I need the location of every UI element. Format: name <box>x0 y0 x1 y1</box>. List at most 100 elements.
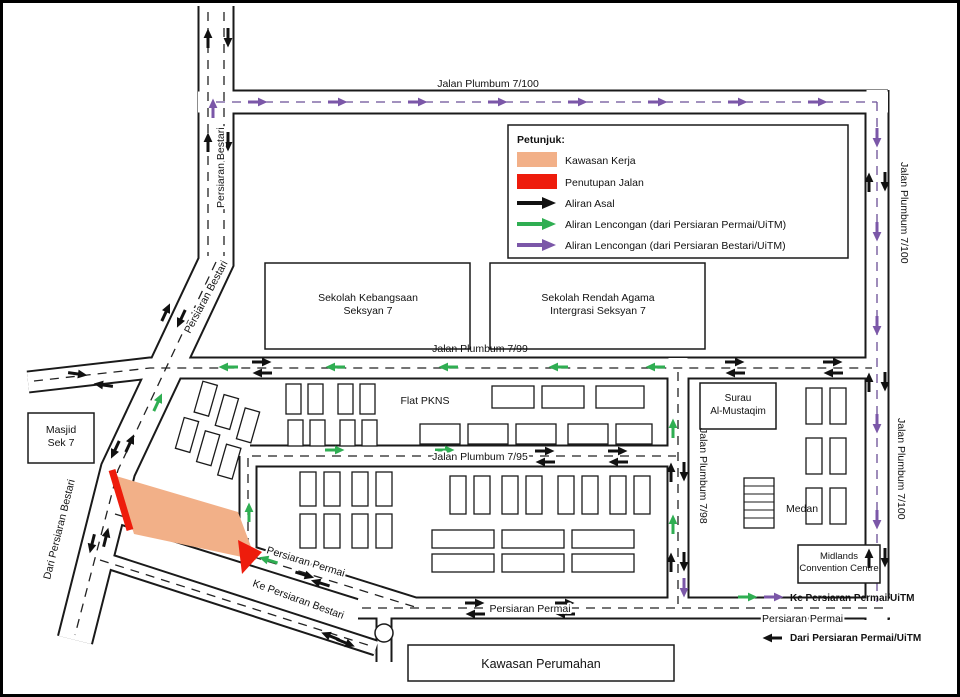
flow-arrow-asal <box>252 357 272 367</box>
flow-arrow-asal <box>864 548 874 568</box>
building-block <box>501 529 565 549</box>
flow-arrow-asal <box>203 132 213 152</box>
road-label-jalan-plumbum-7-100-top: Jalan Plumbum 7/100 <box>437 78 539 90</box>
flow-arrow-lencongan-bestari <box>872 414 882 434</box>
flow-arrow-lencongan-permai <box>325 445 345 455</box>
building-block <box>449 475 467 515</box>
road-label-jalan-plumbum-7-98: Jalan Plumbum 7/98 <box>697 428 709 524</box>
flow-arrow-asal <box>465 609 485 619</box>
original-flow-arrow-icon <box>517 197 556 209</box>
flow-arrow-lencongan-permai <box>244 502 254 522</box>
building-block <box>309 419 326 447</box>
building-block <box>193 380 219 417</box>
building-block <box>501 553 565 573</box>
sekolah-kebangsaan-label: Sekolah Kebangsaan <box>318 292 418 304</box>
building-block <box>214 393 240 431</box>
masjid-label: Masjid <box>46 424 77 436</box>
flow-arrow-asal <box>535 446 555 456</box>
flow-arrow-asal <box>294 570 315 580</box>
flow-arrow-asal <box>555 598 575 608</box>
building-block <box>541 385 585 409</box>
legend-item-label: Aliran Asal <box>565 198 615 210</box>
surau-box <box>699 382 777 430</box>
flow-arrow-asal <box>176 309 187 328</box>
medan-label: Medan <box>786 503 818 515</box>
flow-arrow-asal <box>110 440 121 459</box>
sekolah-rendah-agama-label2: Intergrasi Seksyan 7 <box>550 305 646 317</box>
kawasan-perumahan-label: Kawasan Perumahan <box>481 657 601 671</box>
sekolah-rendah-agama-label: Sekolah Rendah Agama <box>541 292 654 304</box>
flow-arrow-asal <box>880 548 890 568</box>
midlands-box <box>797 544 881 584</box>
diversion-bestari-arrow-icon <box>517 239 556 251</box>
building-block <box>339 419 356 447</box>
surau-label: Surau <box>725 393 752 404</box>
building-block <box>359 383 376 415</box>
building-block <box>235 407 261 444</box>
building-block <box>467 423 509 445</box>
building-block <box>571 529 635 549</box>
legend-box <box>507 124 849 259</box>
road-label-persiaran-permai-bottom: Persiaran Permai <box>489 603 570 615</box>
building-block <box>431 553 495 573</box>
building-block <box>571 553 635 573</box>
road-closure-swatch <box>517 174 557 189</box>
flow-arrow-lencongan-bestari <box>764 592 784 602</box>
building-block <box>351 471 369 507</box>
flow-arrow-asal <box>679 462 689 482</box>
flat-pkns-label: Flat PKNS <box>400 395 449 407</box>
flow-arrow-asal <box>823 357 843 367</box>
flow-arrow-asal <box>880 172 890 192</box>
building-block <box>375 471 393 507</box>
flow-arrow-lencongan-permai <box>325 362 345 372</box>
flow-arrow-asal <box>608 457 628 467</box>
midlands-label2: Convention Centre <box>799 563 878 574</box>
building-block <box>829 387 847 425</box>
work-area-kawasan-kerja <box>116 476 256 560</box>
road-closure-triangle <box>238 540 262 574</box>
flow-arrow-asal <box>666 462 676 482</box>
flow-arrow-lencongan-permai <box>218 362 238 372</box>
legend-item-label: Aliran Lencongan (dari Persiaran Bestari… <box>565 240 786 252</box>
building-block <box>501 475 519 515</box>
masjid-label2: Sek 7 <box>48 437 75 449</box>
flow-arrow-lencongan-bestari <box>808 97 828 107</box>
flow-arrow-lencongan-permai <box>738 592 758 602</box>
flow-arrow-asal <box>666 552 676 572</box>
sekolah-kebangsaan-box <box>264 262 471 350</box>
building-block <box>287 419 304 447</box>
flow-arrow-lencongan-permai <box>435 445 455 455</box>
work-area-swatch <box>517 152 557 167</box>
building-block <box>567 423 609 445</box>
flow-arrow-lencongan-bestari <box>872 510 882 530</box>
label-ke-persiaran-permai-uitm: Ke Persiaran Permai/UiTM <box>790 593 915 604</box>
flow-arrow-lencongan-bestari <box>248 97 268 107</box>
flow-arrow-asal <box>203 28 213 48</box>
legend: Petunjuk: Kawasan Kerja Penutupan Jalan … <box>507 124 849 259</box>
masjid-box <box>27 412 95 464</box>
building-block <box>419 423 461 445</box>
building-block <box>285 383 302 415</box>
legend-item-label: Penutupan Jalan <box>565 177 644 189</box>
building-block <box>829 487 847 525</box>
sekolah-kebangsaan-label2: Seksyan 7 <box>343 305 392 317</box>
flow-arrow-lencongan-bestari <box>728 97 748 107</box>
flow-arrow-asal <box>87 533 97 554</box>
building-block <box>323 513 341 549</box>
flow-arrow-asal <box>864 372 874 392</box>
flow-arrow-asal <box>93 380 114 390</box>
building-block <box>323 471 341 507</box>
building-block <box>431 529 495 549</box>
building-block <box>805 437 823 475</box>
legend-item-label: Kawasan Kerja <box>565 155 636 167</box>
flow-arrow-asal <box>880 372 890 392</box>
building-block <box>337 383 354 415</box>
building-block <box>595 385 645 409</box>
road-closure-bar <box>108 468 134 532</box>
building-block <box>195 430 221 467</box>
flow-arrow-asal <box>160 303 171 322</box>
flow-arrow-lencongan-bestari <box>872 316 882 336</box>
